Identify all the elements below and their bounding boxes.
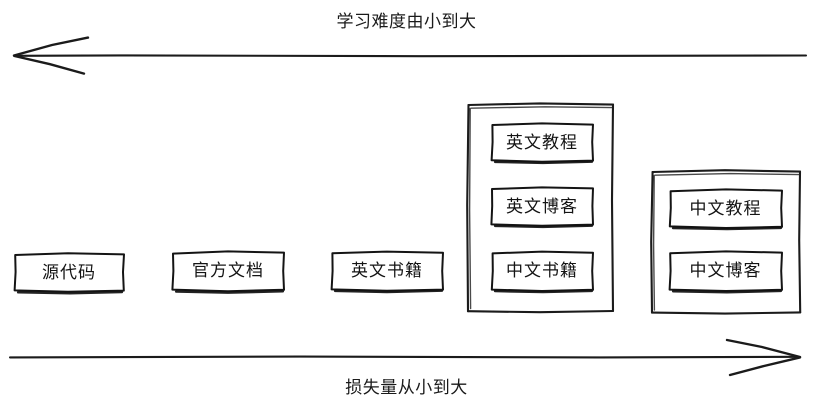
node-chinese-blog[interactable]: 中文博客 <box>669 251 782 290</box>
node-chinese-tutorial[interactable]: 中文教程 <box>669 189 782 227</box>
node-label: 中文教程 <box>689 198 762 218</box>
source-code-shadow <box>16 291 124 295</box>
node-source-code[interactable]: 源代码 <box>14 253 124 291</box>
bottom-axis-arrow <box>8 338 802 377</box>
node-label: 英文书籍 <box>351 261 423 280</box>
top-axis-label: 学习难度由小到大 <box>336 12 477 31</box>
node-label: 英文教程 <box>506 132 578 152</box>
node-label: 官方文档 <box>192 261 264 280</box>
node-english-tutorial[interactable]: 英文教程 <box>491 123 593 161</box>
node-label: 源代码 <box>42 262 96 282</box>
english-books-shadow <box>333 289 444 294</box>
node-official-docs[interactable]: 官方文档 <box>172 251 284 290</box>
node-label: 英文博客 <box>506 196 578 216</box>
node-english-blog[interactable]: 英文博客 <box>491 187 593 225</box>
top-axis-arrow <box>12 36 808 75</box>
node-label: 中文书籍 <box>506 261 578 280</box>
node-english-books[interactable]: 英文书籍 <box>331 251 443 290</box>
bottom-axis-label: 损失量从小到大 <box>345 378 468 397</box>
official-docs-shadow <box>174 290 285 294</box>
node-chinese-books[interactable]: 中文书籍 <box>491 251 593 290</box>
node-label: 中文博客 <box>689 261 762 280</box>
